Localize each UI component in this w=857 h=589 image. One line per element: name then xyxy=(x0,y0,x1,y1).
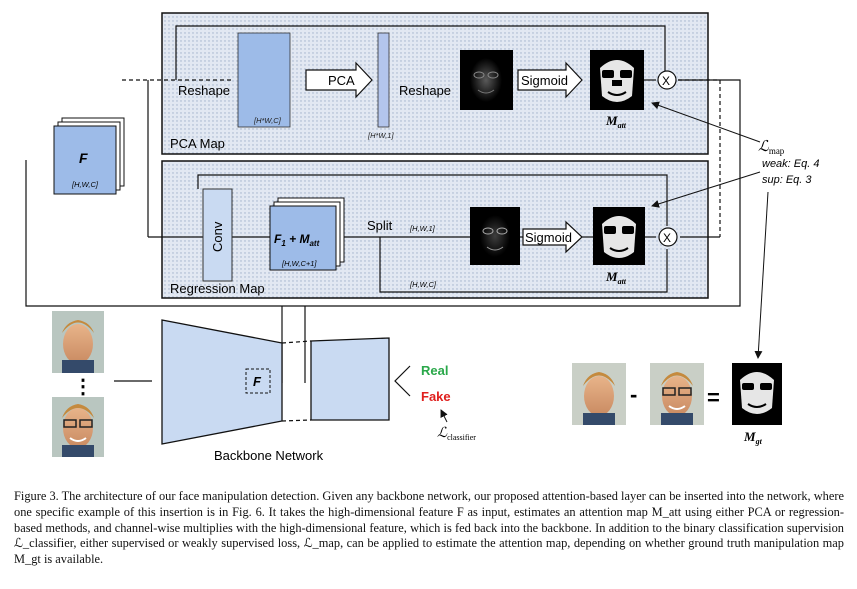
dims-narrow-label: [H*W,1] xyxy=(367,131,394,140)
regression-m-att-label: Matt xyxy=(605,269,627,286)
pca-sigmoid-label: Sigmoid xyxy=(521,73,568,88)
pca-arrow xyxy=(305,61,373,99)
pca-m-att-label: Matt xyxy=(605,113,627,130)
connection-lines xyxy=(25,25,741,383)
loss-map-weak: weak: Eq. 4 xyxy=(762,158,819,170)
classifier-loss: ℒclassifier xyxy=(437,426,476,442)
pca-row: Reshape [H*W,C] PCA [H*W,1] Reshape Sigm… xyxy=(178,32,677,140)
pca-multiply-node xyxy=(657,70,677,90)
backbone-f-box xyxy=(245,368,271,394)
feature-stack: F [H,W,C] xyxy=(53,117,125,195)
pca-sigmoid-arrow xyxy=(517,61,583,99)
pca-attention-map-image xyxy=(590,50,644,110)
regression-sigmoid-arrow xyxy=(522,220,583,254)
regression-map-title: Regression Map xyxy=(170,281,265,296)
split-dims-bottom: [H,W,C] xyxy=(409,280,437,289)
feature-matrix-block xyxy=(237,32,291,128)
conv-block xyxy=(202,188,233,282)
fake-label: Fake xyxy=(421,389,451,404)
backbone-left-block xyxy=(161,319,283,445)
gt-minus: - xyxy=(630,382,637,407)
gt-fake-face xyxy=(650,363,704,425)
regression-raw-map-image xyxy=(470,207,520,265)
input-face-real xyxy=(52,311,104,373)
real-label: Real xyxy=(421,363,448,378)
gt-equals: = xyxy=(707,385,720,410)
ground-truth-section: - = Mgt xyxy=(572,363,782,446)
regression-sigmoid-label: Sigmoid xyxy=(525,230,572,245)
feature-label: F xyxy=(79,150,88,166)
loss-map-symbol: ℒmap xyxy=(758,139,785,156)
gt-map-image xyxy=(732,363,782,425)
backbone-right-block xyxy=(310,337,390,421)
loss-map-annotation: ℒmap weak: Eq. 4 sup: Eq. 3 xyxy=(651,101,819,359)
figure-caption: Figure 3. The architecture of our face m… xyxy=(14,489,844,567)
conv-label: Conv xyxy=(210,221,225,252)
regression-multiply-label: X xyxy=(663,231,671,245)
feature-dims: [H,W,C] xyxy=(71,180,99,189)
loss-map-sup: sup: Eq. 3 xyxy=(762,174,812,186)
reshape-right-label: Reshape xyxy=(399,83,451,98)
dims-big-label: [H*W,C] xyxy=(253,116,282,125)
regression-multiply-node xyxy=(658,227,678,247)
pca-label: PCA xyxy=(328,73,355,88)
gt-real-face xyxy=(572,363,626,425)
backbone-f-label: F xyxy=(253,374,262,389)
split-dims-top: [H,W,1] xyxy=(409,224,436,233)
ellipsis: ⋮ xyxy=(73,376,93,398)
regression-attention-map-image xyxy=(593,207,645,265)
backbone-network: ⋮ F Real Fake ℒclassifier Backbone Netwo… xyxy=(52,311,476,463)
architecture-diagram: PCA Map Regression Map Resh xyxy=(25,12,819,463)
regression-row: Conv F1 + Matt [H,W,C+1] Split [H,W,1] [… xyxy=(202,188,678,289)
pca-map-title: PCA Map xyxy=(170,136,225,151)
f1-label: F1 + Matt xyxy=(274,232,320,248)
pca-raw-map-image xyxy=(460,50,513,110)
narrow-vector-block xyxy=(377,32,390,128)
input-face-fake xyxy=(52,397,104,457)
backbone-label: Backbone Network xyxy=(214,448,324,463)
split-label: Split xyxy=(367,218,393,233)
gt-m-label: Mgt xyxy=(743,429,763,446)
pca-multiply-label: X xyxy=(662,74,670,88)
reshape-left-label: Reshape xyxy=(178,83,230,98)
f1-dims: [H,W,C+1] xyxy=(281,259,317,268)
